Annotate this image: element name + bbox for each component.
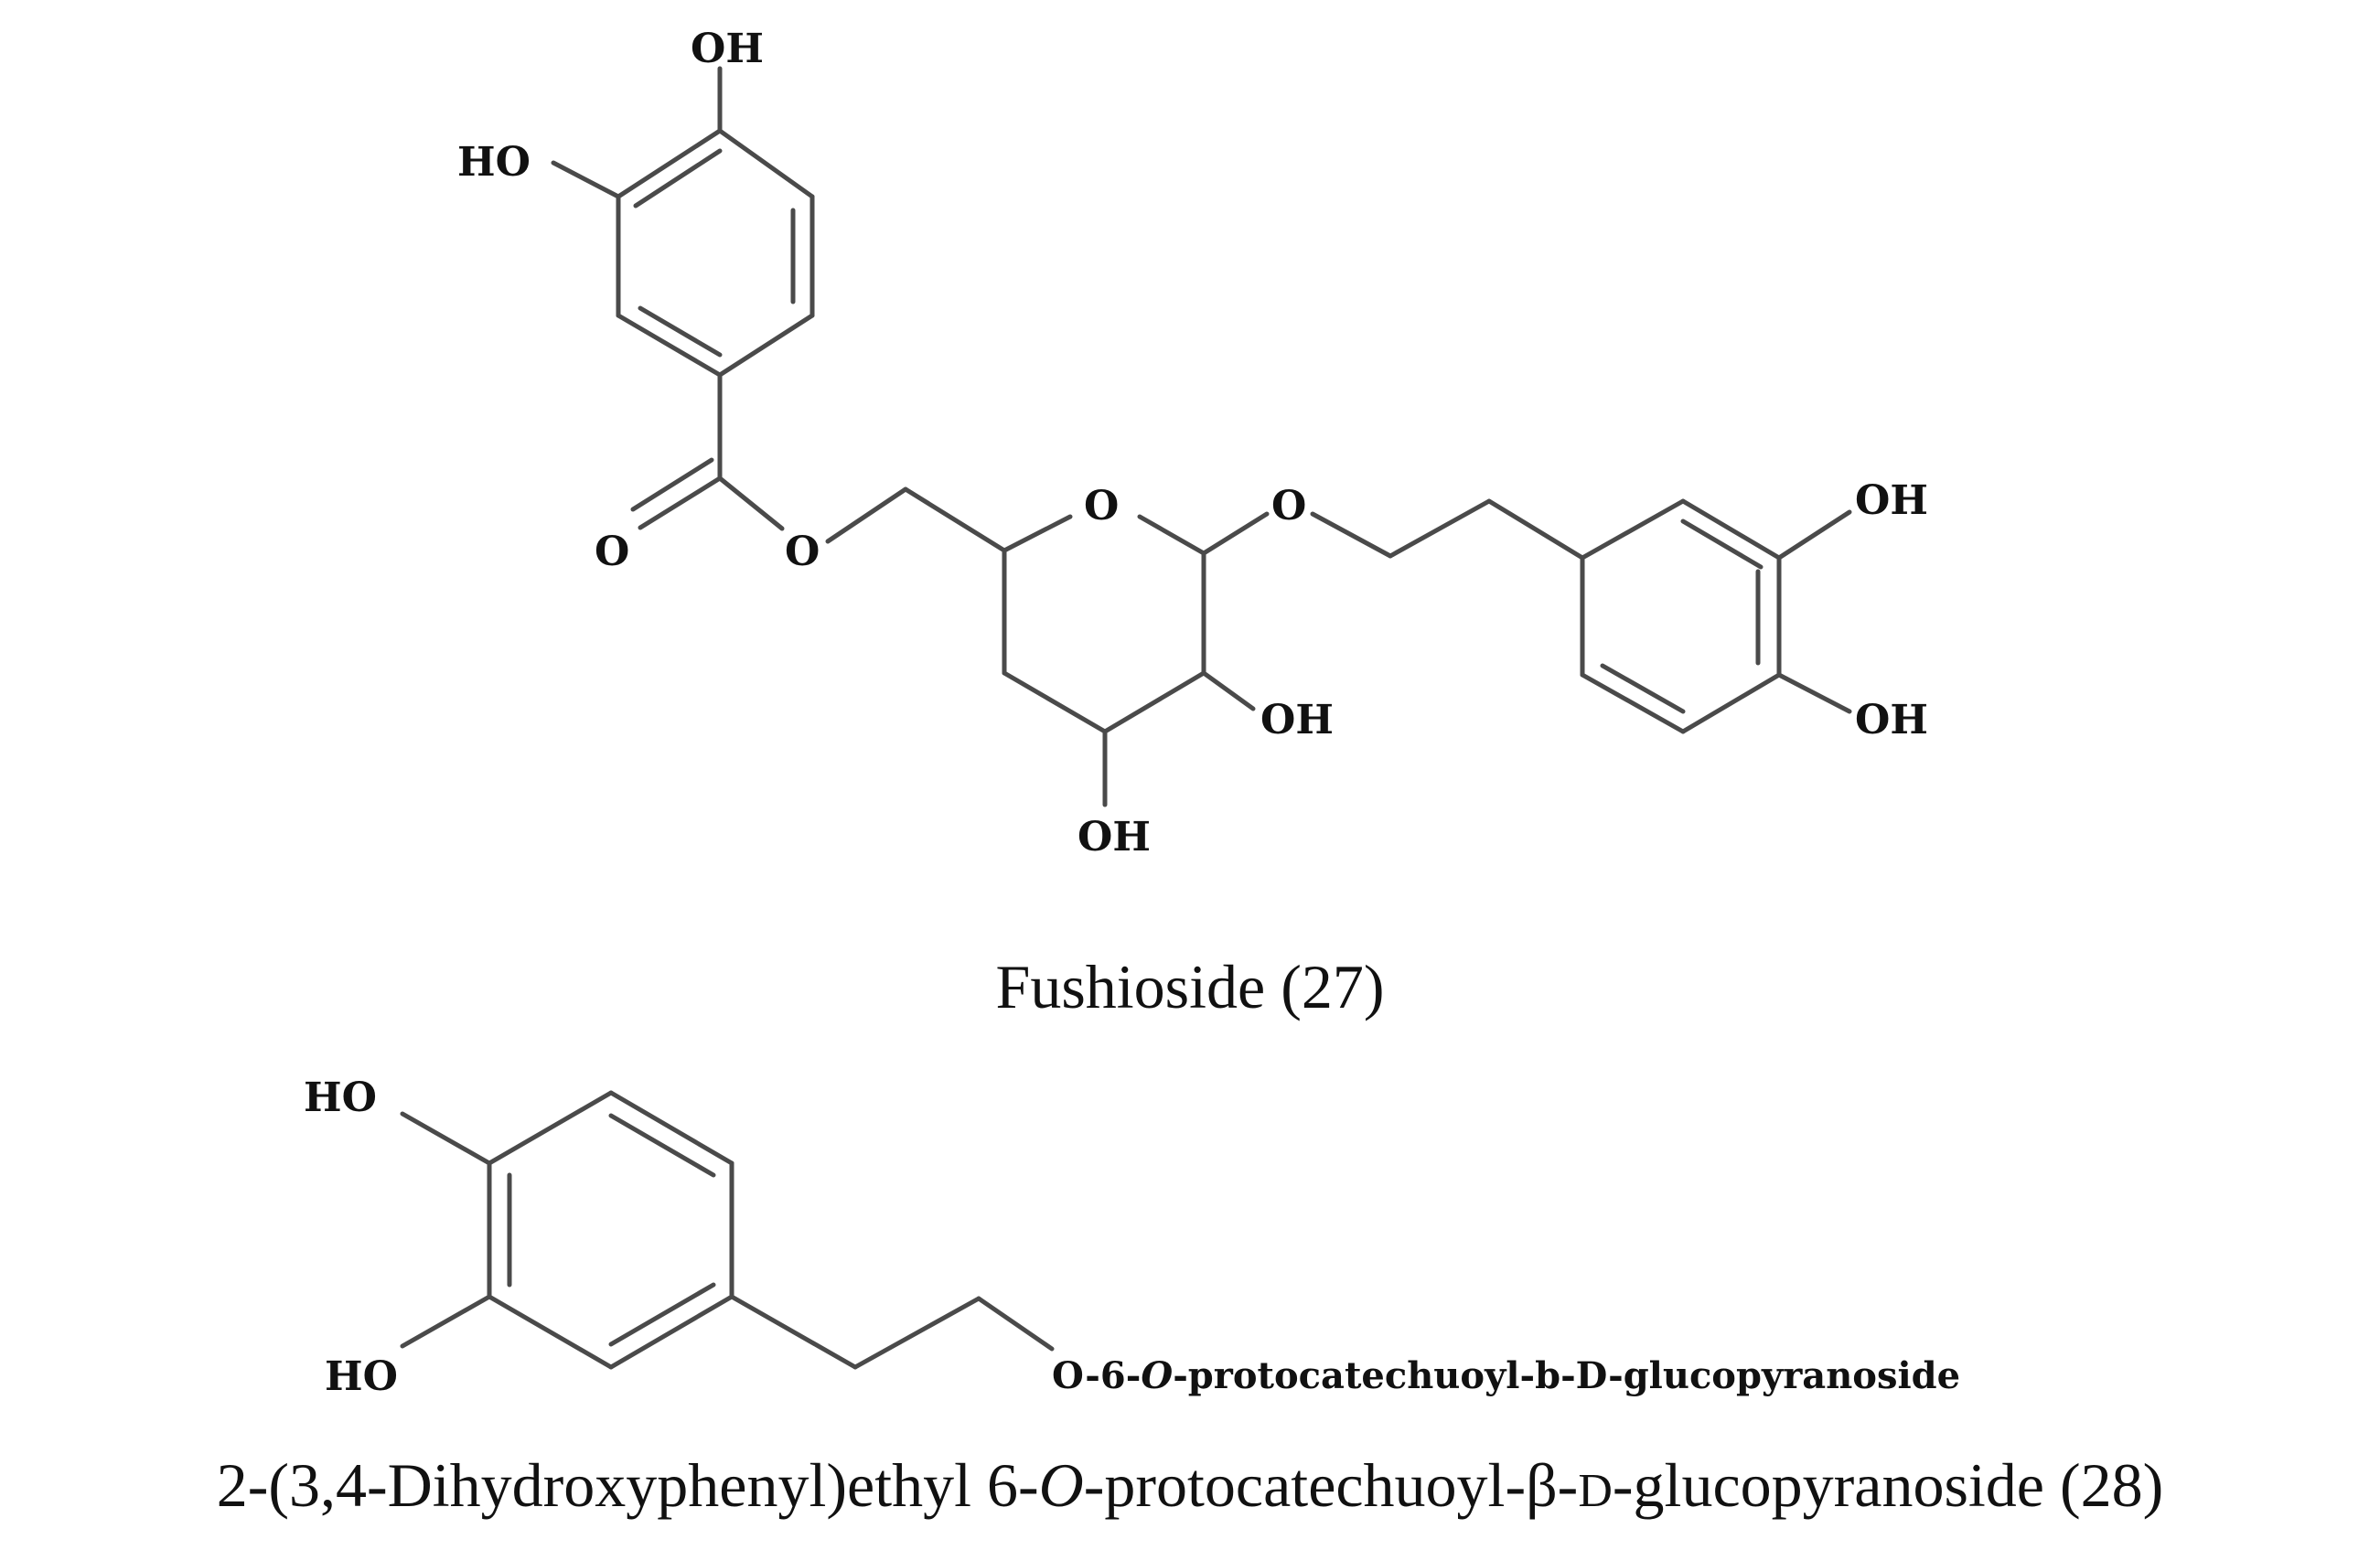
substituent-label: O-6-O-protocatechuoyl-b-D-glucopyranosid…: [1052, 1354, 1960, 1397]
carbonyl-o-label: O: [595, 529, 629, 575]
ho-bottom-label: HO: [325, 1353, 398, 1400]
ester-linkage: [630, 372, 1007, 553]
fushioside-caption: Fushioside (27): [995, 952, 1385, 1021]
ho-top-label: HO: [304, 1074, 377, 1121]
ho-left-label: HO: [457, 139, 531, 186]
ethyl-linker-2: [729, 1294, 1055, 1370]
catechol-ring-a: [551, 66, 815, 378]
compound-28-structure: HO HO O-6-O-protocatechuoyl-b-D-glucopyr…: [304, 1074, 1960, 1400]
oh-right-bottom-label: OH: [1855, 697, 1928, 743]
catechol-ring-c: [400, 1090, 734, 1370]
ester-o-label: O: [785, 529, 820, 575]
oh-top-label: OH: [691, 26, 764, 72]
pyranose-ring: [1002, 511, 1270, 807]
oh-right-top-label: OH: [1855, 477, 1928, 524]
oh-c3-label: OH: [1077, 814, 1151, 861]
fushioside-structure: OH HO O O O O OH OH OH OH: [457, 26, 1928, 861]
glycosidic-o-label: O: [1271, 483, 1306, 529]
ring-o-label: O: [1084, 483, 1119, 529]
catechol-ring-b: [1580, 498, 1852, 734]
compound-28-caption: 2-(3,4-Dihydroxyphenyl)ethyl 6-O-protoca…: [216, 1450, 2164, 1520]
oh-c2-label: OH: [1260, 697, 1334, 743]
ethyl-linker: [1310, 498, 1585, 561]
